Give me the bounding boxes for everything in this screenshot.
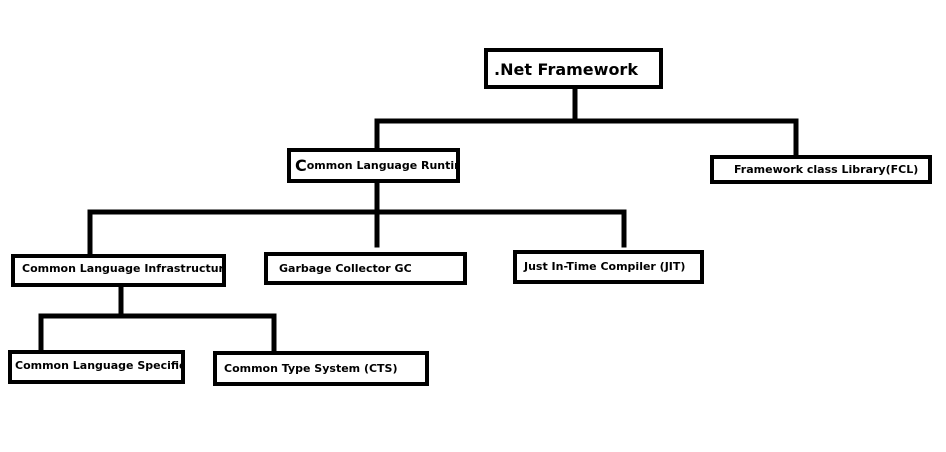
node-garbage-collector: Garbage Collector GC xyxy=(264,252,467,285)
node-jit-compiler: Just In-Time Compiler (JIT) xyxy=(513,250,704,284)
node-cts-label: Common Type System (CTS) xyxy=(224,362,398,375)
node-jit-label: Just In-Time Compiler (JIT) xyxy=(524,259,686,273)
node-gc-label: Garbage Collector GC xyxy=(279,262,412,275)
node-framework-class-library: Framework class Library(FCL) xyxy=(710,155,932,184)
node-clr-label: ommon Language Runtime xyxy=(306,159,460,172)
node-clr-initial: C xyxy=(295,156,307,175)
node-common-language-specification: Common Language Specification xyxy=(8,350,185,384)
node-net-framework-label: .Net Framework xyxy=(494,60,638,79)
node-cli-label: Common Language Infrastructure xyxy=(22,262,226,275)
node-net-framework: .Net Framework xyxy=(484,48,663,89)
node-fcl-label: Framework class Library(FCL) xyxy=(734,163,919,176)
node-common-type-system: Common Type System (CTS) xyxy=(213,351,429,386)
node-common-language-infrastructure: Common Language Infrastructure xyxy=(11,254,226,287)
node-cls-label: Common Language Specification xyxy=(15,358,185,372)
